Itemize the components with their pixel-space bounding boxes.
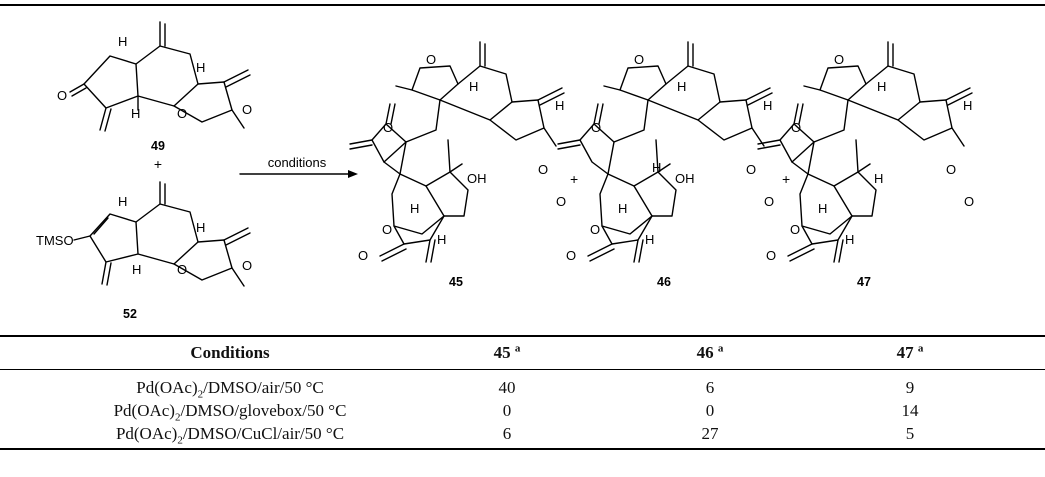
compound-label-46: 46 (657, 275, 671, 289)
o-label: O (790, 222, 800, 237)
yield-46-cell: 6 (705, 378, 715, 397)
o-label: O (382, 222, 392, 237)
o-label: O (177, 262, 187, 277)
condition-cell: Pd(OAc)2/DMSO/glovebox/50 °C (113, 401, 347, 424)
yield-46-cell: 27 (701, 424, 719, 443)
h-label: H (437, 232, 446, 247)
o-label: O (964, 194, 974, 209)
o-label: O (834, 52, 844, 67)
compound-label-49: 49 (151, 139, 165, 153)
structure-45 (349, 41, 565, 263)
h-label: H (131, 106, 140, 121)
structure-46 (557, 41, 773, 263)
o-label: O (764, 194, 774, 209)
h-label: H (132, 262, 141, 277)
condition-cell: Pd(OAc)2/DMSO/CuCl/air/50 °C (115, 424, 345, 447)
o-label: O (358, 248, 368, 263)
o-label: O (538, 162, 548, 177)
table-row: Pd(OAc)2/DMSO/CuCl/air/50 °C 6 27 5 (0, 423, 1045, 447)
compound-label-45: 45 (449, 275, 463, 289)
header-47: 47 a (896, 342, 924, 362)
h-label: H (618, 201, 627, 216)
o-label: O (791, 120, 801, 135)
o-label: O (746, 162, 756, 177)
h-label: H (963, 98, 972, 113)
h-label: H (645, 232, 654, 247)
h-label: H (118, 34, 127, 49)
structure-47 (757, 41, 973, 263)
plus-sign: + (782, 171, 790, 187)
header-46: 46 a (696, 342, 724, 362)
o-label: O (242, 102, 252, 117)
h-label: H (196, 60, 205, 75)
h-label: H (469, 79, 478, 94)
table-row: Pd(OAc)2/DMSO/glovebox/50 °C 0 0 14 (0, 400, 1045, 424)
plus-sign: + (570, 171, 578, 187)
condition-cell: Pd(OAc)2/DMSO/air/50 °C (136, 378, 324, 401)
o-label: O (242, 258, 252, 273)
yield-45-cell: 6 (502, 424, 512, 443)
yield-47-cell: 5 (905, 424, 915, 443)
o-label: O (57, 88, 67, 103)
yield-45-cell: 40 (498, 378, 516, 397)
arrow-head (348, 170, 358, 178)
plus-sign: + (154, 156, 162, 172)
o-label: O (591, 120, 601, 135)
h-label: H (763, 98, 772, 113)
top-rule (0, 4, 1045, 6)
o-label: O (946, 162, 956, 177)
o-label: O (383, 120, 393, 135)
o-label: O (766, 248, 776, 263)
o-label: O (634, 52, 644, 67)
h-label: H (196, 220, 205, 235)
oh-label: OH (675, 171, 695, 186)
oh-label: OH (467, 171, 487, 186)
arrow-label: conditions (268, 155, 327, 170)
yield-47-cell: 9 (905, 378, 915, 397)
compound-label-52: 52 (123, 307, 137, 321)
h-label: H (410, 201, 419, 216)
o-label: O (590, 222, 600, 237)
h-label: H (877, 79, 886, 94)
structure-52 (73, 181, 251, 287)
o-label: O (566, 248, 576, 263)
o-label: O (426, 52, 436, 67)
header-conditions: Conditions (190, 343, 270, 362)
yield-47-cell: 14 (901, 401, 919, 420)
h-label: H (118, 194, 127, 209)
h-label: H (818, 201, 827, 216)
table-row: Pd(OAc)2/DMSO/air/50 °C 40 6 9 (0, 377, 1045, 401)
header-top-rule (0, 335, 1045, 337)
header-bottom-rule (0, 369, 1045, 370)
reaction-scheme: H H H O O O 49 + H H H TMSO O O 52 condi… (36, 21, 974, 321)
yield-45-cell: 0 (502, 401, 512, 420)
table-bottom-rule (0, 448, 1045, 450)
table-header-row: Conditions 45 a 46 a 47 a (0, 342, 1045, 364)
h-label: H (677, 79, 686, 94)
h-label: H (555, 98, 564, 113)
o-label: O (177, 106, 187, 121)
structure-49 (69, 21, 251, 132)
tmso-label: TMSO (36, 233, 74, 248)
h-label: H (652, 160, 661, 175)
yield-46-cell: 0 (705, 401, 715, 420)
o-label: O (556, 194, 566, 209)
header-45: 45 a (493, 342, 521, 362)
compound-label-47: 47 (857, 275, 871, 289)
h-label: H (874, 171, 883, 186)
h-label: H (845, 232, 854, 247)
